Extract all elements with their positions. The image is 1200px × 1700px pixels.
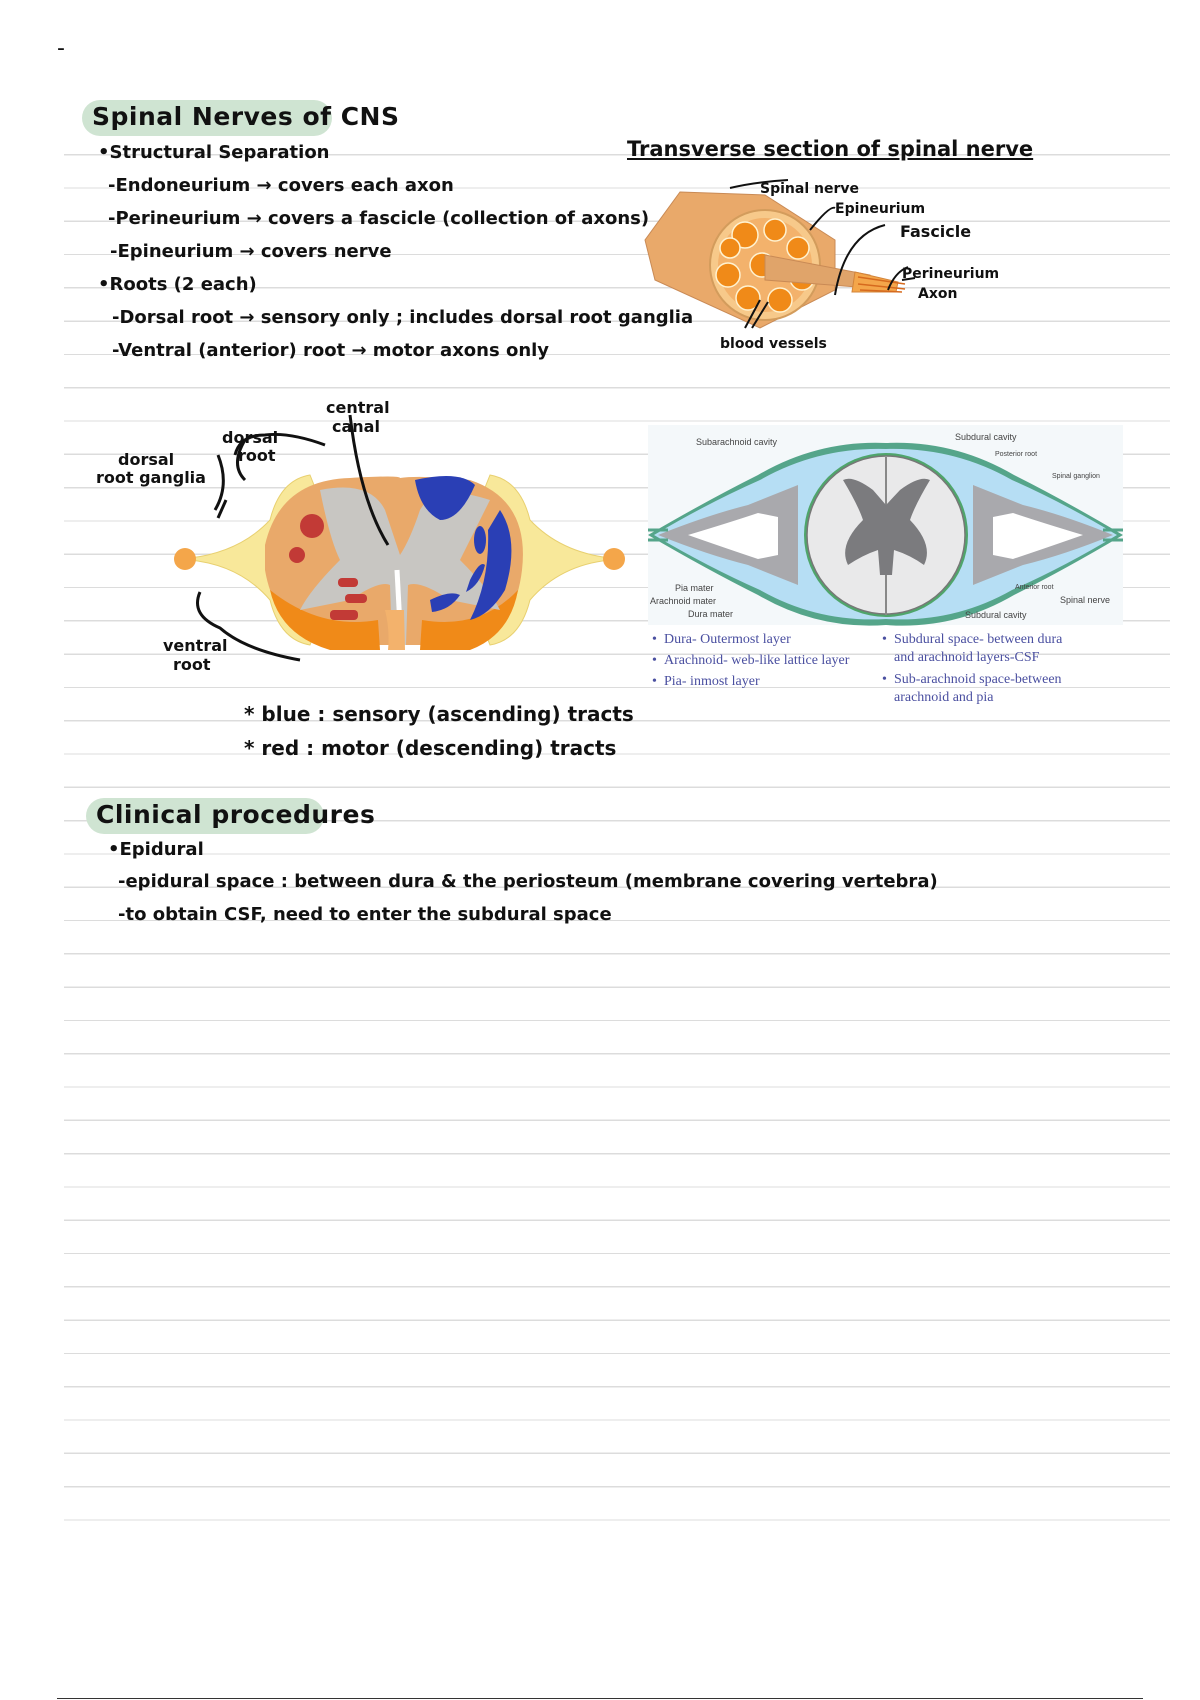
meninges-note: Subdural space- between dura	[894, 632, 1063, 647]
meninges-note: Arachnoid- web-like lattice layer	[664, 653, 850, 668]
meninges-note: Dura- Outermost layer	[664, 632, 791, 647]
label-arachnoid-mater: Arachnoid mater	[650, 596, 717, 606]
section-heading-spinal-nerves: Spinal Nerves of CNS	[92, 102, 400, 131]
label-pia-mater: Pia mater	[675, 583, 714, 593]
label-spinal-nerve: Spinal nerve	[1060, 595, 1111, 605]
heading-highlight	[86, 798, 324, 834]
note-line: -Epineurium → covers nerve	[110, 241, 392, 262]
page-bottom-line	[57, 1698, 1143, 1699]
label-fascicle: Fascicle	[900, 222, 972, 241]
label-ventral-root: ventral	[163, 636, 228, 655]
meninges-diagram	[648, 425, 1123, 626]
meninges-note-bullet: •	[882, 672, 887, 687]
label-subdural-cavity-bottom: Subdural cavity	[965, 610, 1027, 620]
note-line: •Epidural	[108, 839, 204, 860]
label-blood-vessels: blood vessels	[720, 336, 827, 352]
label-subdural-cavity-top: Subdural cavity	[955, 432, 1017, 442]
meninges-note-bullet: •	[652, 632, 657, 647]
label-posterior-root: Posterior root	[995, 451, 1038, 458]
meninges-note-bullet: •	[882, 632, 887, 647]
legend-red: * red : motor (descending) tracts	[244, 736, 617, 760]
heading-highlight	[82, 100, 332, 136]
note-line: -epidural space : between dura & the per…	[118, 871, 938, 892]
meninges-note: Pia- inmost layer	[664, 674, 760, 689]
label-dura-mater: Dura mater	[688, 609, 734, 619]
note-line: -to obtain CSF, need to enter the subdur…	[118, 904, 612, 925]
spinal-cord-drawing	[174, 414, 625, 662]
label-perineurium: Perineurium	[902, 266, 1000, 282]
label-axon: Axon	[918, 286, 958, 302]
meninges-note-bullet: •	[652, 674, 657, 689]
label-central-canal: canal	[332, 417, 380, 436]
note-line: -Endoneurium → covers each axon	[108, 175, 454, 196]
section-heading-clinical-procedures: Clinical procedures	[96, 800, 376, 829]
label-spinal-ganglion: Spinal ganglion	[1052, 473, 1100, 480]
label-spinal-nerve: Spinal nerve	[760, 181, 859, 197]
meninges-note-bullet: •	[652, 653, 657, 668]
nerve-diagram	[644, 179, 916, 329]
note-line: -Perineurium → covers a fascicle (collec…	[108, 208, 650, 229]
label-dorsal-root: dorsal	[222, 428, 279, 447]
legend-blue: * blue : sensory (ascending) tracts	[244, 702, 634, 726]
note-line: •Structural Separation	[98, 142, 330, 163]
label-ventral-root: root	[173, 655, 211, 674]
label-anterior-root: Anterior root	[1015, 584, 1054, 591]
note-line: -Ventral (anterior) root → motor axons o…	[112, 340, 550, 361]
note-line: -Dorsal root → sensory only ; includes d…	[112, 307, 694, 328]
meninges-note: Sub-arachnoid space-between	[894, 672, 1062, 687]
label-central-canal: central	[326, 398, 390, 417]
page-mark: -	[57, 36, 65, 61]
note-line: •Roots (2 each)	[98, 274, 257, 295]
nerve-diagram-title: Transverse section of spinal nerve	[627, 137, 1034, 161]
label-dorsal-root-ganglia: root ganglia	[96, 468, 206, 487]
meninges-note: arachnoid and pia	[894, 690, 994, 705]
meninges-note: and arachnoid layers-CSF	[894, 650, 1040, 665]
label-epineurium: Epineurium	[835, 201, 926, 217]
label-dorsal-root-ganglia: dorsal	[118, 450, 175, 469]
label-subarachnoid-cavity: Subarachnoid cavity	[696, 437, 778, 447]
label-dorsal-root: root	[238, 446, 276, 465]
